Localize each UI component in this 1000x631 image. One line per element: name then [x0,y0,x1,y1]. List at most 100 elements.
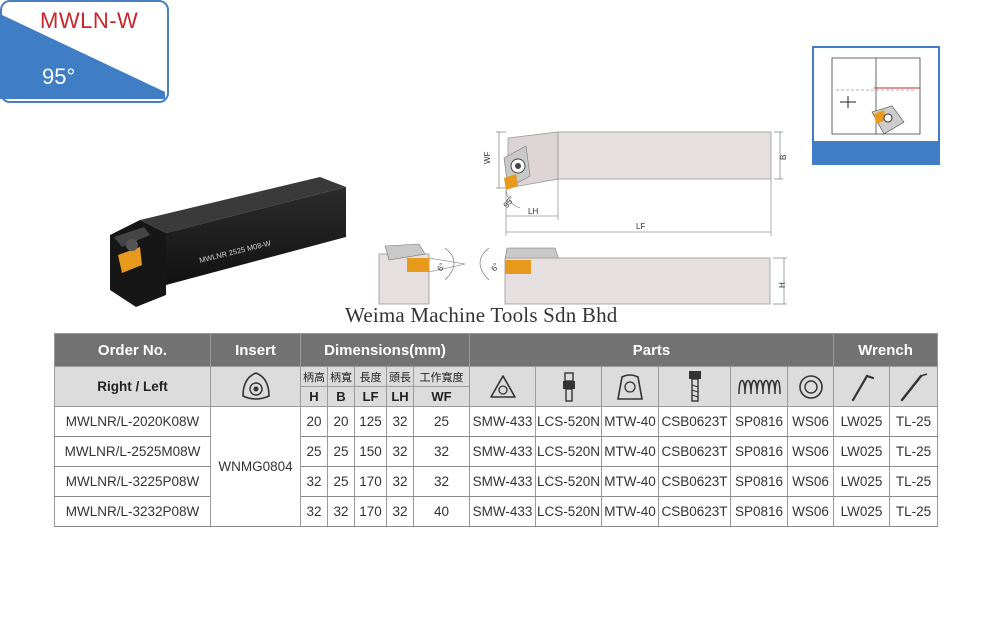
cell-washer: WS06 [787,406,834,437]
dim-code-lh: LH [386,386,414,407]
table-row: MWLNR/L-2525M08W 25 25 150 32 32 SMW-433… [54,436,938,467]
dim-code-h: H [300,386,328,407]
cell-lh: 32 [386,406,414,437]
cell-lever: LCS-520N [535,406,602,437]
cell-wf: 32 [413,466,470,497]
dim-code-wf: WF [413,386,470,407]
cell-shim: SMW-433 [469,436,536,467]
label-h: H [778,282,787,288]
cell-shim: SMW-433 [469,466,536,497]
clamp-icon [601,366,659,407]
label-6b: 6° [489,262,501,273]
cell-lf: 170 [354,496,387,527]
trigon-insert-icon [210,366,301,407]
cell-h: 32 [300,496,328,527]
lever-pin-icon [535,366,602,407]
cell-b: 20 [327,406,355,437]
cell-wf: 40 [413,496,470,527]
cell-h: 25 [300,436,328,467]
cell-b: 25 [327,466,355,497]
cell-wf: 32 [413,436,470,467]
cell-order: MWLNR/L-3232P08W [54,496,211,527]
cell-spring: SP0816 [730,406,788,437]
header-order: Order No. [54,333,211,367]
insert-orange [118,247,142,273]
cell-lf: 150 [354,436,387,467]
label-b: B [779,155,788,160]
badge-background [0,14,165,99]
cell-wf: 25 [413,406,470,437]
table-row: MWLNR/L-2020K08W WNMG0804 20 20 125 32 2… [54,406,938,527]
cell-screw: CSB0623T [658,406,731,437]
application-thumbnail [812,46,940,165]
company-name: Weima Machine Tools Sdn Bhd [345,303,618,327]
cell-washer: WS06 [787,466,834,497]
cell-lever: LCS-520N [535,496,602,527]
spec-table: Order No. Insert Dimensions(mm) Parts Wr… [54,333,938,527]
cell-lh: 32 [386,436,414,467]
cell-clamp: MTW-40 [601,406,659,437]
dim-cn-wf: 工作寬度 [413,366,470,387]
cell-order: MWLNR/L-2020K08W [54,406,211,437]
cell-lh: 32 [386,466,414,497]
tool-holder-photo: MWLNR 2525 M08-W [110,177,346,307]
cell-wrench-1: LW025 [833,496,890,527]
spring-icon [730,366,788,407]
cell-spring: SP0816 [730,496,788,527]
top-view-drawing: WF B 95° LH LF [483,131,788,236]
side-view-drawing: 6° 6° H [378,243,787,305]
cell-h: 20 [300,406,328,437]
cell-insert-code: WNMG0804 [210,406,301,527]
washer-icon [787,366,834,407]
cell-clamp: MTW-40 [601,436,659,467]
top-view-insert [504,174,518,190]
cell-lf: 170 [354,466,387,497]
cell-b: 32 [327,496,355,527]
label-95: 95° [502,195,517,210]
header-wrench: Wrench [833,333,938,367]
label-lh: LH [528,207,538,216]
shim-icon [469,366,536,407]
cell-wrench-2: TL-25 [889,406,938,437]
label-lf: LF [636,222,645,231]
cell-b: 25 [327,436,355,467]
table-row: MWLNR/L-3225P08W 32 25 170 32 32 SMW-433… [54,466,938,497]
cell-wrench-2: TL-25 [889,466,938,497]
cell-wrench-1: LW025 [833,466,890,497]
cell-wrench-1: LW025 [833,436,890,467]
cell-screw: CSB0623T [658,466,731,497]
header-insert: Insert [210,333,301,367]
screw-icon [658,366,731,407]
badge-angle: 95° [42,64,76,89]
cell-lh: 32 [386,496,414,527]
badge-code: MWLN-W [40,8,139,33]
cell-lever: LCS-520N [535,436,602,467]
style-badge: MWLN-W 95° [0,0,169,103]
header-right-left: Right / Left [54,366,211,407]
label-6a: 6° [435,262,447,273]
cell-wrench-2: TL-25 [889,496,938,527]
dim-cn-b: 柄寬 [327,366,355,387]
cell-screw: CSB0623T [658,496,731,527]
dim-cn-lf: 長度 [354,366,387,387]
dim-cn-lh: 頭長 [386,366,414,387]
side-view-insert-left [407,258,429,272]
cell-order: MWLNR/L-2525M08W [54,436,211,467]
dim-cn-h: 柄高 [300,366,328,387]
cell-clamp: MTW-40 [601,466,659,497]
cell-order: MWLNR/L-3225P08W [54,466,211,497]
cell-lever: LCS-520N [535,466,602,497]
header-dimensions: Dimensions(mm) [300,333,470,367]
table-row: MWLNR/L-3232P08W 32 32 170 32 40 SMW-433… [54,496,938,527]
side-view-insert-right [505,260,531,274]
cell-washer: WS06 [787,496,834,527]
cell-h: 32 [300,466,328,497]
label-wf: WF [483,151,492,164]
cell-clamp: MTW-40 [601,496,659,527]
cell-wrench-1: LW025 [833,406,890,437]
cell-spring: SP0816 [730,466,788,497]
cell-wrench-2: TL-25 [889,436,938,467]
header-parts: Parts [469,333,834,367]
hex-key-icon [833,366,890,407]
cell-lf: 125 [354,406,387,437]
